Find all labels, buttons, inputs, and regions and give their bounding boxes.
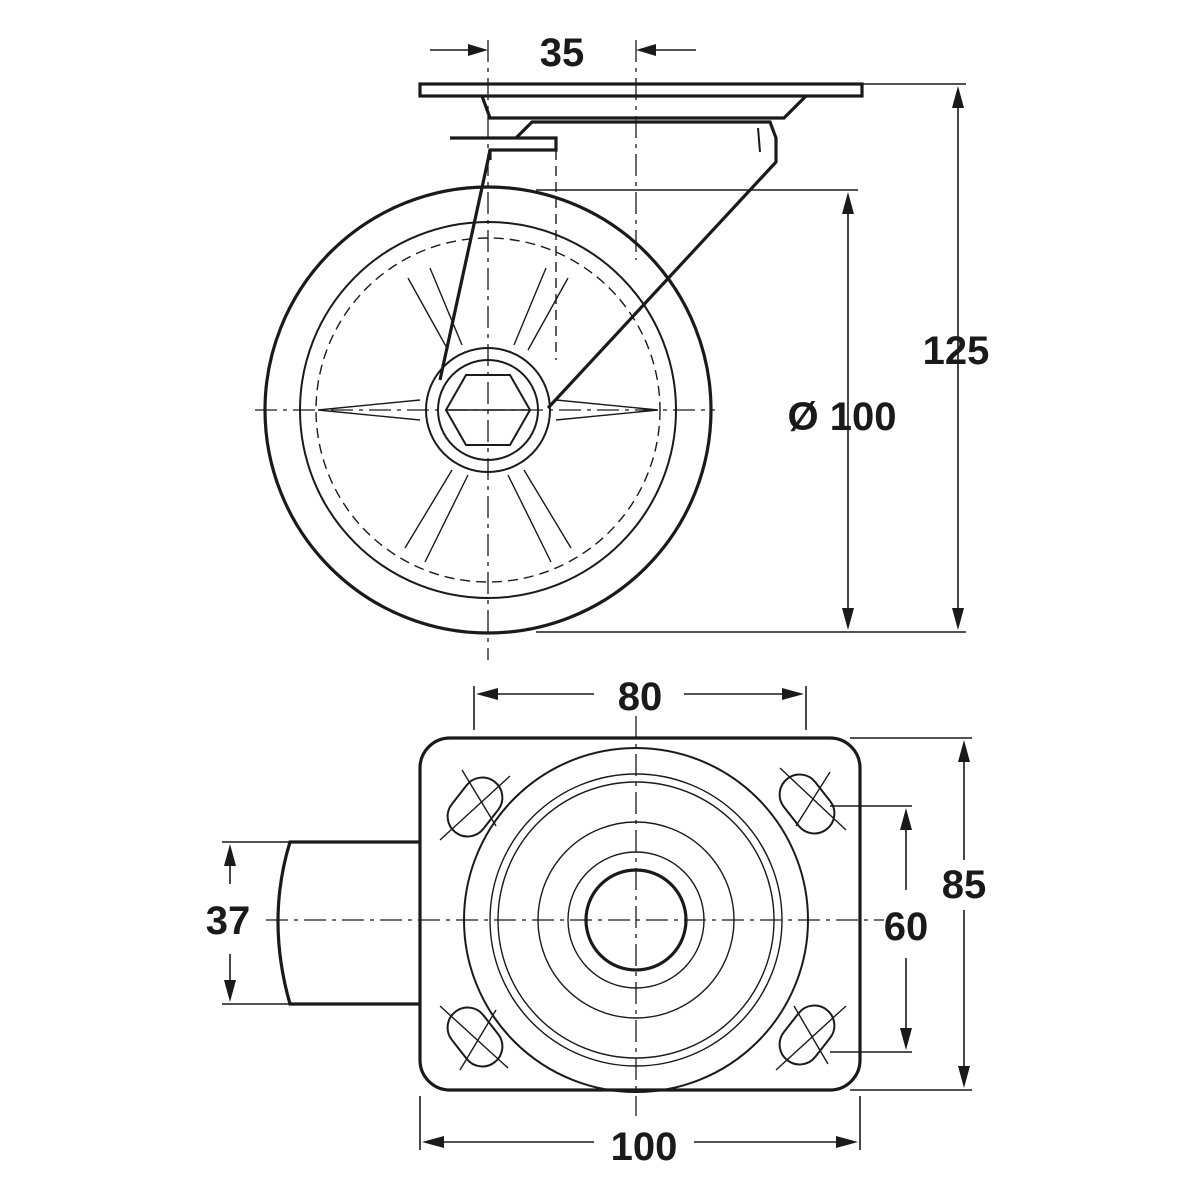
swivel-stem <box>276 840 420 1006</box>
swivel-housing <box>480 94 808 120</box>
fork <box>438 120 778 410</box>
slotted-hole-bottom-left <box>439 1005 509 1071</box>
dimension-wheel-diameter: Ø 100 <box>536 189 966 633</box>
slotted-hole-top-left <box>439 769 511 841</box>
dimension-label-125: 125 <box>923 329 990 373</box>
wheel-hub-hidden-circle <box>315 237 661 583</box>
dimension-60: 60 <box>830 805 929 1053</box>
dimension-label-37: 37 <box>206 899 251 943</box>
fork-leg <box>438 136 558 381</box>
wheel-spokes <box>317 267 659 563</box>
base-plate-outline <box>418 736 862 1092</box>
dimension-85: 85 <box>850 737 987 1091</box>
top-mounting-plate <box>418 82 864 120</box>
side-view: 35 Ø 100 125 <box>255 31 989 660</box>
dimension-label-60: 60 <box>884 905 929 949</box>
dimension-125: 125 <box>862 83 990 630</box>
dimension-100: 100 <box>419 1096 861 1169</box>
dimension-label-100: 100 <box>611 1125 678 1169</box>
dimension-80: 80 <box>473 675 807 730</box>
dimension-label-80: 80 <box>618 675 663 719</box>
top-view: 80 60 85 100 <box>206 675 987 1169</box>
dimension-35: 35 <box>430 31 696 75</box>
fork-body <box>514 120 778 410</box>
slotted-hole-bottom-right <box>775 1004 847 1071</box>
dimension-37: 37 <box>206 841 290 1005</box>
slotted-hole-top-right <box>778 767 847 835</box>
dimension-label-85: 85 <box>942 863 987 907</box>
fork-bend <box>757 127 761 153</box>
dimension-label-35: 35 <box>540 31 585 75</box>
dimension-label-diameter: Ø 100 <box>788 395 897 439</box>
mounting-plate-side <box>418 82 864 98</box>
